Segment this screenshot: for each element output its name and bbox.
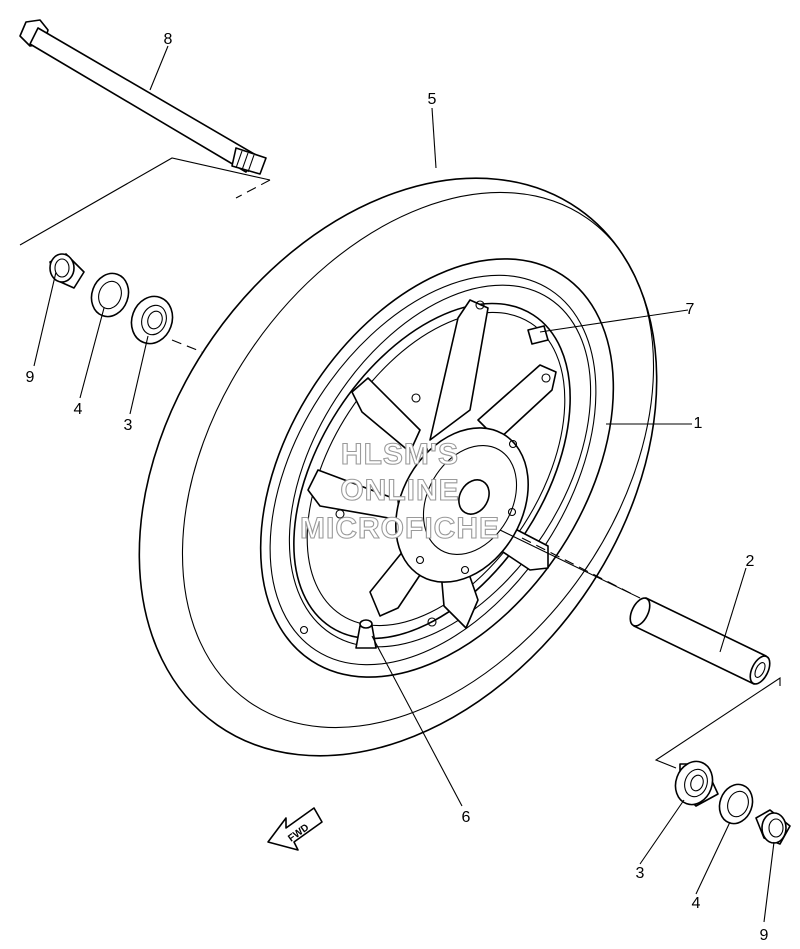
left-assembly-bracket (19, 157, 271, 353)
callout-7: 7 (686, 301, 695, 318)
tire-valve (355, 619, 377, 649)
spacer-right (755, 809, 791, 845)
watermark: HLSM'S ONLINE MICROFICHE (299, 437, 500, 545)
axle-bolt (19, 19, 267, 175)
balance-weight (527, 325, 549, 345)
callout-4-left: 4 (74, 401, 83, 418)
callout-4-right: 4 (692, 895, 701, 912)
callout-6: 6 (462, 809, 471, 826)
callout-1: 1 (694, 415, 703, 432)
callout-9-left: 9 (26, 369, 35, 386)
watermark-line-2: ONLINE (340, 474, 459, 507)
axle-collar (629, 597, 771, 685)
callout-9-right: 9 (760, 927, 769, 944)
tire (138, 177, 658, 757)
callout-numbers: 8 5 7 1 2 6 9 4 3 3 4 9 (26, 31, 769, 944)
oil-seal-left (90, 272, 130, 318)
callout-2: 2 (746, 553, 755, 570)
bearing-right (674, 760, 719, 807)
wheel-rim (259, 258, 615, 678)
fwd-direction-arrow: FWD (267, 807, 323, 851)
callout-5: 5 (428, 91, 437, 108)
leader-lines (33, 45, 775, 923)
callout-8: 8 (164, 31, 173, 48)
wheel-hub (395, 427, 529, 583)
watermark-line-3: MICROFICHE (300, 512, 500, 545)
callout-3-right: 3 (636, 865, 645, 882)
right-assembly-bracket (521, 537, 781, 769)
bearing-left (130, 295, 174, 345)
callout-3-left: 3 (124, 417, 133, 434)
watermark-line-1: HLSM'S (341, 438, 459, 471)
oil-seal-right (718, 783, 754, 825)
spacer-left (49, 253, 85, 289)
